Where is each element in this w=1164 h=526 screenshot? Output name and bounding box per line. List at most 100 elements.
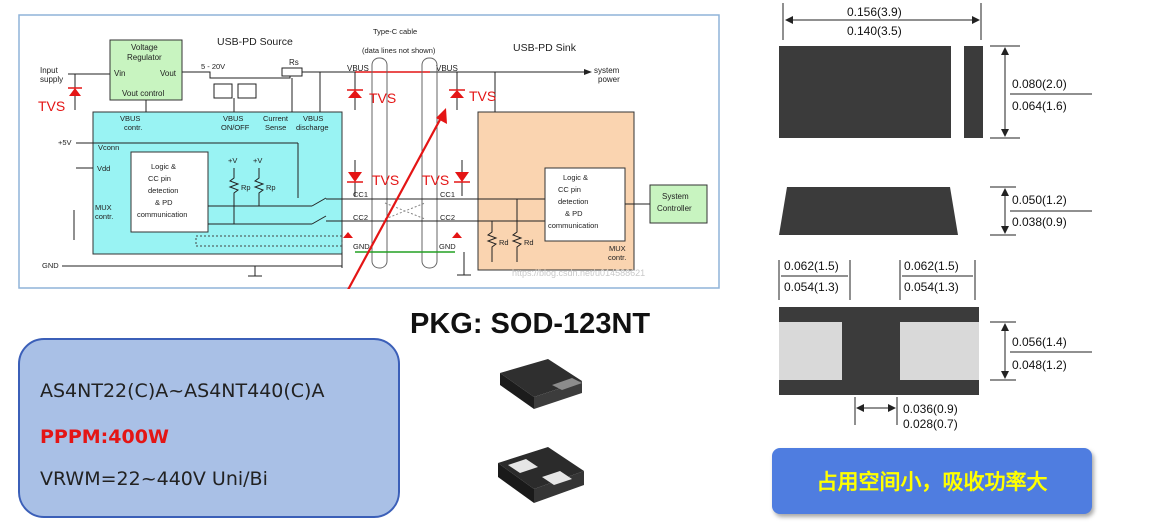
rp-resistor-1 bbox=[228, 168, 240, 224]
cable-subtitle: (data lines not shown) bbox=[362, 46, 436, 55]
sink-title: USB-PD Sink bbox=[513, 42, 577, 54]
source-logic-label-4: & PD bbox=[155, 198, 173, 207]
sink-logic-label-3: detection bbox=[558, 197, 588, 206]
vbus-discharge-label-2: discharge bbox=[296, 123, 329, 132]
rd-resistor-2 bbox=[511, 199, 523, 262]
system-power-arrow bbox=[584, 69, 592, 75]
source-title: USB-PD Source bbox=[217, 36, 293, 48]
gap-max: 0.036(0.9) bbox=[903, 402, 958, 416]
sink-logic-label-5: communication bbox=[548, 221, 598, 230]
vrwm-spec: VRWM=22~440V Uni/Bi bbox=[40, 468, 268, 490]
cc-switch-2 bbox=[311, 215, 327, 225]
top-h-arrow-top bbox=[1001, 47, 1009, 55]
vout-control-label: Vout control bbox=[122, 89, 164, 98]
vdd-label: Vdd bbox=[97, 164, 110, 173]
top-width-max: 0.156(3.9) bbox=[847, 5, 902, 19]
bottom-height-min: 0.048(1.2) bbox=[1012, 358, 1067, 372]
usb-pd-schematic: USB-PD Source Type-C cable (data lines n… bbox=[18, 14, 720, 289]
cable-left bbox=[371, 57, 388, 269]
side-height-min: 0.038(0.9) bbox=[1012, 215, 1067, 229]
vreg-label-1: Voltage bbox=[131, 43, 158, 52]
svg-text:TVS: TVS bbox=[369, 90, 396, 106]
system-controller-label-2: Controller bbox=[657, 204, 692, 213]
gap-arrow-left bbox=[856, 404, 864, 412]
feature-banner: 占用空间小，吸收功率大 bbox=[772, 448, 1092, 514]
mux-label-source: MUX bbox=[95, 203, 112, 212]
vbus-contr-label-2: contr. bbox=[124, 123, 142, 132]
gnd-label-main: GND bbox=[42, 261, 59, 270]
top-width-min: 0.140(3.5) bbox=[847, 24, 902, 38]
vbus-label-source: VBUS bbox=[347, 64, 369, 73]
system-controller-box bbox=[649, 184, 708, 224]
vconn-label: Vconn bbox=[98, 143, 119, 152]
rp-resistor-2 bbox=[253, 168, 265, 206]
v-range-label: 5 - 20V bbox=[201, 62, 225, 71]
vout-label: Vout bbox=[160, 69, 177, 78]
package-title: PKG: SOD-123NT bbox=[410, 308, 651, 340]
vbus-onoff-label-2: ON/OFF bbox=[221, 123, 250, 132]
plusv-label-2: +V bbox=[253, 156, 262, 165]
tvs-cc2-diode bbox=[343, 232, 462, 238]
tvs-input-diode: TVS bbox=[38, 74, 82, 114]
vbus-contr-label: VBUS bbox=[120, 114, 140, 123]
cc2-label-sink: CC2 bbox=[440, 213, 455, 222]
tvs-cc-sink-diode: TVS bbox=[422, 160, 470, 196]
part-range: AS4NT22(C)A~AS4NT440(C)A bbox=[40, 380, 325, 402]
source-logic-label-1: Logic & bbox=[151, 162, 176, 171]
info-box: AS4NT22(C)A~AS4NT440(C)A PPPM:400W VRWM=… bbox=[18, 338, 400, 518]
rp-label-2: Rp bbox=[266, 183, 276, 192]
plus5v-label: +5V bbox=[58, 138, 72, 147]
side-view-body bbox=[779, 187, 958, 235]
top-height-max: 0.080(2.0) bbox=[1012, 77, 1067, 91]
top-w-arrow-left bbox=[785, 16, 793, 24]
svg-text:TVS: TVS bbox=[38, 98, 65, 114]
cc-cross-2 bbox=[384, 202, 426, 220]
cc1-label-sink: CC1 bbox=[440, 190, 455, 199]
pad-left-max: 0.062(1.5) bbox=[784, 259, 839, 273]
sink-logic-label-4: & PD bbox=[565, 209, 583, 218]
bottom-view-pad-right bbox=[900, 322, 979, 380]
top-view-band bbox=[964, 46, 983, 138]
svg-text:TVS: TVS bbox=[469, 88, 496, 104]
pppm-spec: PPPM:400W bbox=[40, 426, 169, 448]
top-height-min: 0.064(1.6) bbox=[1012, 99, 1067, 113]
source-block bbox=[92, 111, 343, 255]
mux-label-sink-2: contr. bbox=[608, 253, 626, 262]
vreg-label-2: Regulator bbox=[127, 53, 162, 62]
svg-text:TVS: TVS bbox=[422, 172, 449, 188]
pointer-arrow bbox=[347, 115, 443, 289]
side-height-max: 0.050(1.2) bbox=[1012, 193, 1067, 207]
tvs-cc-source-diode: TVS bbox=[347, 160, 399, 196]
vbus-onoff-label: VBUS bbox=[223, 114, 243, 123]
rd-label-2: Rd bbox=[524, 238, 534, 247]
source-logic-label-2: CC pin bbox=[148, 174, 171, 183]
cable-title: Type-C cable bbox=[373, 27, 417, 36]
vconn-dashed-path bbox=[195, 235, 343, 247]
plusv-label-1: +V bbox=[228, 156, 237, 165]
side-h-arrow-top bbox=[1001, 188, 1009, 196]
package-3d-renders bbox=[498, 359, 584, 503]
side-h-arrow-bottom bbox=[1001, 226, 1009, 234]
vbus-label-sink: VBUS bbox=[436, 64, 458, 73]
pad-right-min: 0.054(1.3) bbox=[904, 280, 959, 294]
tvs-vbus-source-diode: TVS bbox=[347, 72, 396, 110]
mux-label-sink: MUX bbox=[609, 244, 626, 253]
system-controller-label-1: System bbox=[662, 192, 689, 201]
system-power-label-2: power bbox=[598, 75, 620, 84]
package-3d-bottom bbox=[498, 447, 584, 503]
top-h-arrow-bottom bbox=[1001, 129, 1009, 137]
source-logic-label-3: detection bbox=[148, 186, 178, 195]
watermark: https://blog.csdn.net/u014588621 bbox=[512, 268, 645, 278]
source-logic-box bbox=[130, 151, 209, 233]
dimension-drawings: 0.156(3.9) 0.140(3.5) 0.080(2.0) 0.064(1… bbox=[778, 3, 1092, 431]
gap-min: 0.028(0.7) bbox=[903, 417, 958, 431]
svg-text:TVS: TVS bbox=[372, 172, 399, 188]
top-view-body bbox=[779, 46, 951, 138]
vbus-discharge-label: VBUS bbox=[303, 114, 323, 123]
system-power-label: system bbox=[594, 66, 620, 75]
bot-h-arrow-bottom bbox=[1001, 371, 1009, 379]
gap-arrow-right bbox=[888, 404, 896, 412]
cc2-label-source: CC2 bbox=[353, 213, 368, 222]
gnd-label-sink: GND bbox=[439, 242, 456, 251]
rp-label-1: Rp bbox=[241, 183, 251, 192]
